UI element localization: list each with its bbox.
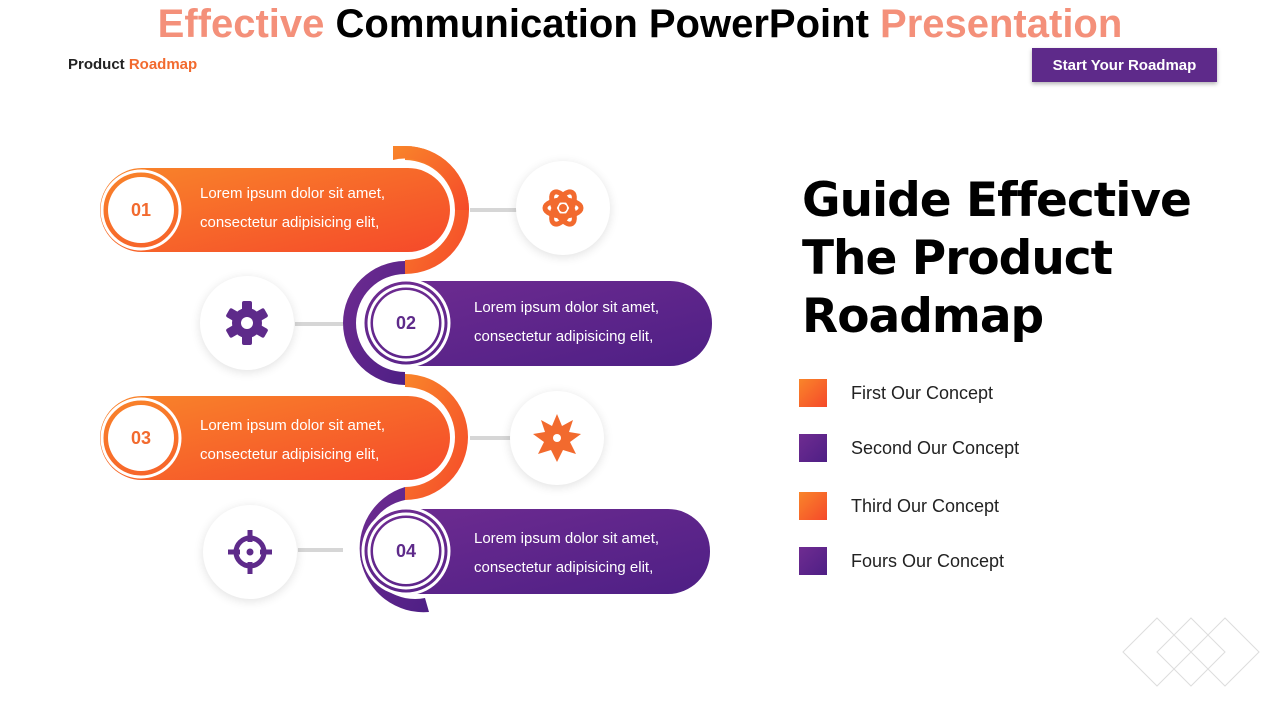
subtitle-a: Product xyxy=(68,56,129,73)
step-line: Lorem ipsum dolor sit amet, xyxy=(200,417,386,434)
atom-icon xyxy=(516,161,610,255)
heading-line: Guide Effective xyxy=(802,173,1192,228)
step-text: Lorem ipsum dolor sit amet, consectetur a… xyxy=(200,411,385,469)
connector-lines xyxy=(295,208,520,552)
arc-2 xyxy=(343,261,405,385)
pill-1 xyxy=(100,168,450,252)
step-text: Lorem ipsum dolor sit amet, consectetur a… xyxy=(474,524,659,582)
step-text: Lorem ipsum dolor sit amet, consectetur a… xyxy=(474,293,659,351)
legend-swatch xyxy=(799,434,827,462)
title-main: Communication PowerPoint xyxy=(324,2,881,46)
step-number: 03 xyxy=(108,405,174,471)
legend-swatch xyxy=(799,379,827,407)
step-line: consectetur adipisicing elit, xyxy=(474,559,654,576)
gear-icon xyxy=(200,276,294,370)
legend-label: Second Our Concept xyxy=(851,437,1020,458)
heading-line: Roadmap xyxy=(802,289,1044,344)
step-line: Lorem ipsum dolor sit amet, xyxy=(474,299,660,316)
arc-3 xyxy=(405,374,468,500)
title-accent: Effective xyxy=(157,2,325,46)
step-number: 02 xyxy=(373,290,439,356)
legend-label: Fours Our Concept xyxy=(851,550,1005,571)
step-line: consectetur adipisicing elit, xyxy=(200,214,380,231)
page-title: Effective Communication PowerPoint Prese… xyxy=(0,2,1280,47)
starburst-icon xyxy=(510,391,604,485)
arc-1-fill xyxy=(393,146,469,210)
pill-2 xyxy=(362,281,712,366)
subtitle: Product Roadmap xyxy=(68,56,197,73)
step-line: consectetur adipisicing elit, xyxy=(200,446,380,463)
start-roadmap-button[interactable]: Start Your Roadmap xyxy=(1032,48,1217,82)
step-text: Lorem ipsum dolor sit amet, consectetur a… xyxy=(200,179,385,237)
step-line: Lorem ipsum dolor sit amet, xyxy=(200,185,386,202)
step-line: consectetur adipisicing elit, xyxy=(474,328,654,345)
target-icon xyxy=(203,505,297,599)
step-number: 01 xyxy=(108,177,174,243)
subtitle-b: Roadmap xyxy=(128,56,198,73)
pill-3 xyxy=(100,396,450,480)
pill-4 xyxy=(360,509,710,594)
title-accent: Presentation xyxy=(880,2,1123,46)
legend-swatch xyxy=(799,547,827,575)
arc-4 xyxy=(359,487,429,613)
legend-item: Third Our Concept xyxy=(799,492,999,520)
legend-swatch xyxy=(799,492,827,520)
legend-item: First Our Concept xyxy=(799,379,993,407)
diamond-decoration xyxy=(1122,617,1260,687)
legend-item: Fours Our Concept xyxy=(799,547,1004,575)
legend-label: First Our Concept xyxy=(851,382,994,403)
step-line: Lorem ipsum dolor sit amet, xyxy=(474,530,660,547)
legend-label: Third Our Concept xyxy=(851,495,1000,516)
legend-item: Second Our Concept xyxy=(799,434,1019,462)
step-number: 04 xyxy=(373,518,439,584)
heading-line: The Product xyxy=(802,231,1113,286)
